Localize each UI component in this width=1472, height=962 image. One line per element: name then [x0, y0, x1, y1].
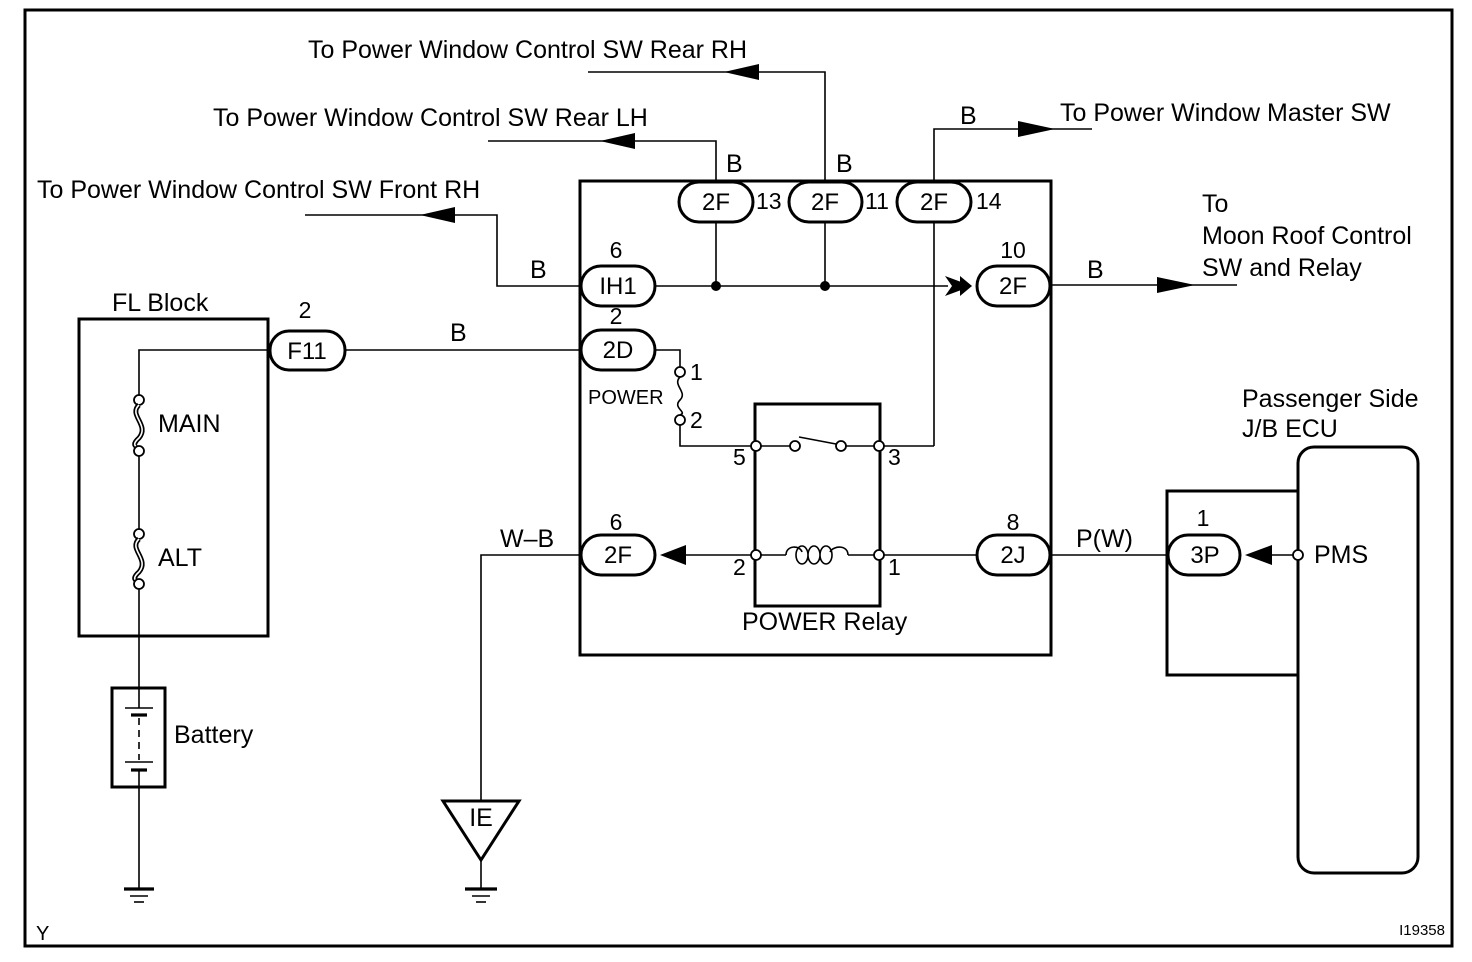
wire-color-ground: W–B: [500, 525, 554, 553]
dest-front-rh-label: To Power Window Control SW Front RH: [37, 176, 480, 204]
svg-text:14: 14: [976, 188, 1002, 214]
svg-text:2F: 2F: [702, 189, 730, 216]
svg-text:2: 2: [610, 303, 623, 329]
wire-color-master: B: [960, 102, 977, 130]
wire-color-rear-lh: B: [726, 150, 743, 178]
svg-text:11: 11: [865, 188, 889, 214]
fuse-main: MAIN: [132, 394, 221, 457]
svg-text:5: 5: [733, 444, 746, 470]
svg-text:1: 1: [1197, 505, 1210, 531]
power-fuse-label: POWER: [588, 387, 664, 409]
ground-point-ie: IE: [440, 799, 522, 903]
relay-coil-icon: [785, 545, 849, 565]
relay-switch-contact: [798, 436, 837, 445]
ecu-terminal-pms: PMS: [1314, 541, 1368, 569]
wire-moon-roof: [1051, 277, 1237, 293]
svg-text:2: 2: [733, 554, 746, 580]
arrow-left-icon: [600, 133, 635, 149]
connector-3p: 1 3P: [1166, 505, 1242, 577]
fl-block-title: FL Block: [112, 289, 209, 317]
svg-text:13: 13: [756, 188, 782, 214]
dest-rear-rh-label: To Power Window Control SW Rear RH: [308, 36, 747, 64]
dest-moon-roof-label-3: SW and Relay: [1202, 254, 1362, 282]
wire-color-pms: P(W): [1076, 525, 1133, 553]
connector-2j: 8 2J: [975, 509, 1052, 577]
connector-arrow-icon: [960, 276, 972, 296]
connector-2d: 2 2D: [579, 303, 657, 372]
arrow-left-icon: [420, 207, 455, 223]
wire-color-front-rh: B: [530, 256, 547, 284]
connector-arrow-icon: [672, 545, 686, 565]
connector-2f-11: 2F 11: [787, 180, 889, 224]
connector-2f-13: 2F 13: [677, 180, 782, 224]
ecu-title-2: J/B ECU: [1242, 415, 1338, 443]
arrow-right-icon: [1157, 277, 1195, 293]
connector-ih1: 6 IH1: [579, 237, 657, 308]
splice-point: [820, 281, 830, 291]
ecu-connector-housing: [1165, 489, 1300, 677]
svg-text:3P: 3P: [1190, 542, 1219, 569]
dest-master-sw-label: To Power Window Master SW: [1060, 99, 1391, 127]
wire-color-fl-to-2d: B: [450, 319, 467, 347]
connector-f11: 2 F11: [268, 297, 347, 372]
corner-mark: Y: [36, 923, 49, 945]
svg-text:2F: 2F: [999, 273, 1027, 300]
connector-2f-6: 6 2F: [579, 509, 657, 577]
connector-2f-10: 10 2F: [975, 237, 1052, 308]
diagram-frame: [23, 8, 1454, 948]
power-relay-label: POWER Relay: [742, 608, 908, 636]
arrow-left-icon: [724, 64, 759, 80]
pms-terminal: [1292, 549, 1304, 561]
svg-text:3: 3: [888, 444, 901, 470]
wire-rear-rh: [588, 64, 826, 195]
ecu-body: [1296, 445, 1420, 875]
dest-moon-roof-label-1: To: [1202, 190, 1228, 218]
svg-text:6: 6: [610, 509, 623, 535]
dest-rear-lh-label: To Power Window Control SW Rear LH: [213, 104, 648, 132]
fl-block: [77, 317, 270, 638]
svg-text:IH1: IH1: [599, 273, 636, 300]
wire-front-rh: [305, 207, 580, 287]
svg-text:2F: 2F: [811, 189, 839, 216]
ecu-title-1: Passenger Side: [1242, 385, 1419, 413]
svg-text:10: 10: [1000, 237, 1026, 263]
figure-id: I19358: [1399, 922, 1445, 939]
wire-rear-lh: [488, 133, 717, 195]
svg-text:2D: 2D: [603, 337, 634, 364]
wire-fl-internal: [138, 349, 270, 395]
fuse-alt-label: ALT: [158, 544, 202, 572]
svg-text:2: 2: [690, 407, 703, 433]
fuse-main-label: MAIN: [158, 410, 221, 438]
battery: Battery: [110, 686, 254, 789]
dest-moon-roof-label-2: Moon Roof Control: [1202, 222, 1412, 250]
battery-label: Battery: [174, 721, 254, 749]
junction-block: [578, 179, 1053, 657]
power-relay: 5 3 2 1 POWER Relay: [733, 402, 934, 636]
wire-color-rear-rh: B: [836, 150, 853, 178]
svg-text:1: 1: [690, 359, 703, 385]
connector-2f-14: 2F 14: [895, 180, 1002, 224]
power-fuse: POWER 1 2: [588, 349, 753, 447]
wire-ground: [480, 554, 580, 800]
ground-icon: [124, 887, 154, 903]
svg-text:6: 6: [610, 237, 623, 263]
svg-text:IE: IE: [469, 804, 493, 832]
wire-color-moon-roof: B: [1087, 256, 1104, 284]
svg-text:8: 8: [1007, 509, 1020, 535]
svg-text:2: 2: [299, 297, 312, 323]
connector-arrow-icon: [1256, 545, 1272, 565]
svg-text:2J: 2J: [1000, 542, 1025, 569]
fuse-alt: ALT: [132, 528, 202, 590]
splice-point: [711, 281, 721, 291]
svg-text:2F: 2F: [920, 189, 948, 216]
svg-text:2F: 2F: [604, 542, 632, 569]
svg-text:1: 1: [888, 554, 901, 580]
wire-master-sw: [933, 121, 1092, 446]
connector-arrow-icon: [945, 276, 972, 296]
arrow-right-icon: [1018, 121, 1055, 137]
svg-text:F11: F11: [287, 338, 327, 365]
